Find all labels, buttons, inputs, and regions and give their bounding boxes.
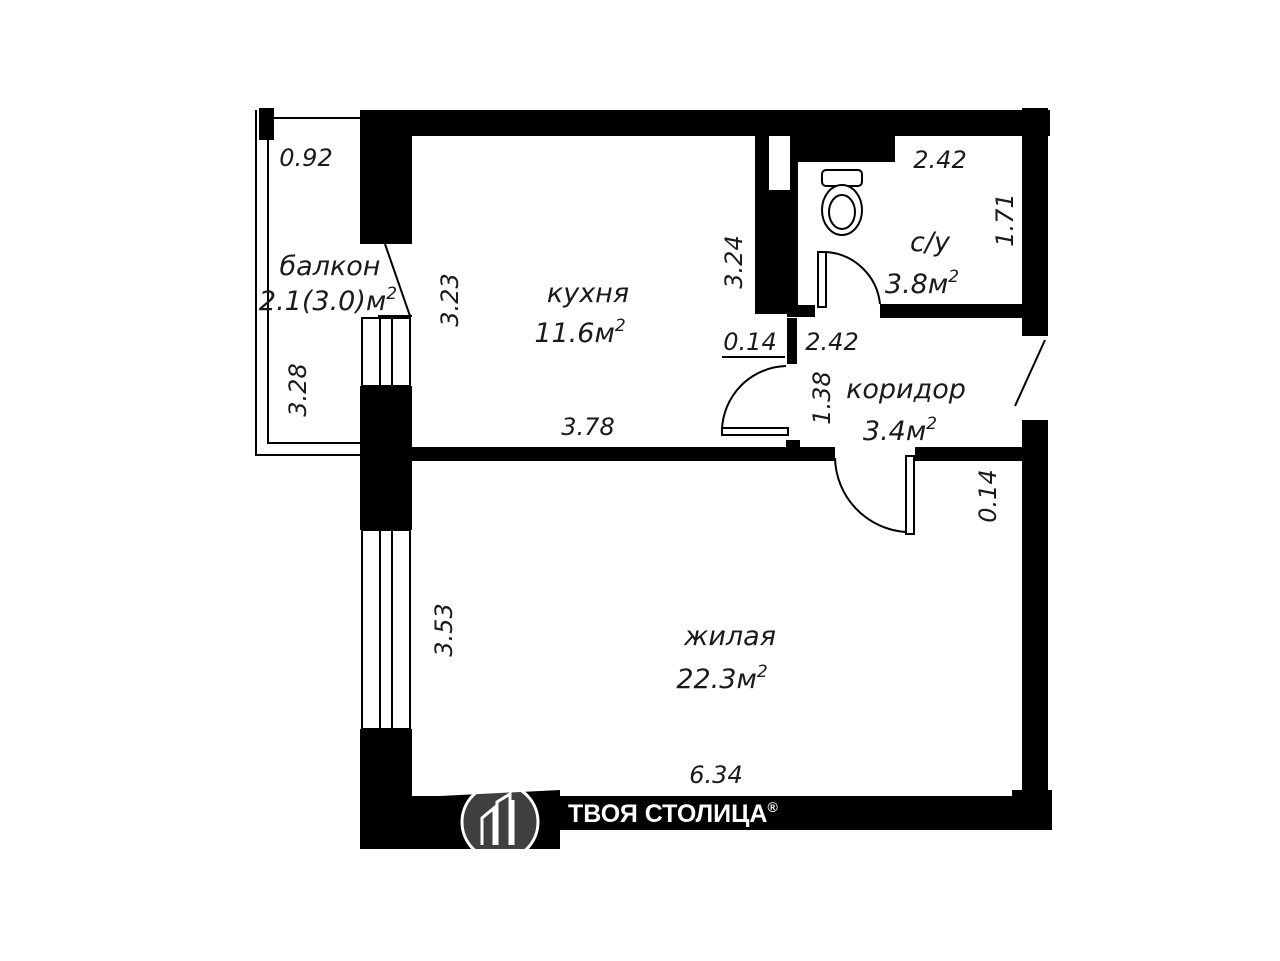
toilet-icon: [821, 169, 863, 236]
living-name: жилая: [683, 621, 776, 652]
living-area: 22.3м2: [676, 662, 767, 695]
dim-bath-wall: 3.24: [720, 235, 748, 288]
dim-kitchen-height: 3.23: [436, 273, 464, 326]
living-right-wall: [915, 447, 1025, 461]
brand-logo-circle: [460, 782, 540, 862]
building-icon: [480, 791, 515, 845]
dim-corridor-right-thickness: 0.14: [974, 469, 1002, 522]
dim-bath-height: 1.71: [991, 193, 1019, 246]
balcony-name: балкон: [280, 251, 381, 282]
bath-door-leaf: [817, 251, 827, 308]
bath-door-jamb: [787, 305, 815, 317]
dim-living-height: 3.53: [430, 603, 458, 656]
bathroom-area: 3.8м2: [885, 267, 959, 300]
living-door-leaf: [905, 455, 915, 535]
dimension-labels: 0.92 3.28 3.23 3.78 3.24 2.42 1.71 0.14 …: [279, 144, 1019, 789]
bathroom-name: с/у: [910, 227, 951, 258]
right-wall-foot: [1012, 790, 1052, 830]
right-wall-lower: [1022, 420, 1048, 830]
brand-watermark: ТВОЯ СТОЛИЦА®: [460, 782, 778, 862]
dim-corridor-length: 1.38: [808, 371, 836, 424]
kitchen-area: 11.6м2: [534, 316, 625, 349]
corridor-post: [786, 440, 800, 454]
corridor-partition: [787, 318, 797, 364]
right-wall-upper: [1022, 108, 1048, 336]
dim-living-width: 6.34: [689, 761, 742, 789]
living-window: [361, 529, 411, 730]
dim-bath-width: 2.42: [913, 146, 966, 174]
corridor-name: коридор: [846, 374, 966, 405]
left-pier-top: [360, 110, 412, 244]
walls: [360, 108, 1052, 849]
windows: [361, 317, 411, 730]
balcony-outline: [255, 110, 360, 456]
dim-balcony-length: 3.28: [284, 363, 312, 416]
kitchen-window: [361, 317, 411, 387]
bath-shaft-side: [790, 130, 798, 314]
kitchen-door-leaf: [721, 427, 789, 436]
dim-corridor-wall-thickness: 0.14: [723, 328, 776, 356]
doors: [378, 243, 1046, 535]
balcony-post: [259, 108, 274, 140]
brand-name: ТВОЯ СТОЛИЦА®: [568, 799, 778, 828]
kitchen-name: кухня: [547, 278, 629, 309]
kitchen-living-wall: [360, 447, 835, 461]
top-wall: [360, 110, 1050, 136]
corridor-area: 3.4м2: [863, 414, 937, 447]
dim-kitchen-width: 3.78: [561, 413, 614, 441]
room-labels: кухня 11.6м2 с/у 3.8м2 коридор 3.4м2 жил…: [259, 227, 966, 695]
bath-bottom-wall: [880, 304, 1025, 318]
dim-corridor-width: 2.42: [805, 328, 858, 356]
bath-shaft-top: [790, 130, 895, 162]
dim-balcony-width: 0.92: [279, 144, 332, 172]
bath-shaft: [755, 190, 795, 314]
balcony-area: 2.1(3.0)м2: [259, 284, 397, 317]
